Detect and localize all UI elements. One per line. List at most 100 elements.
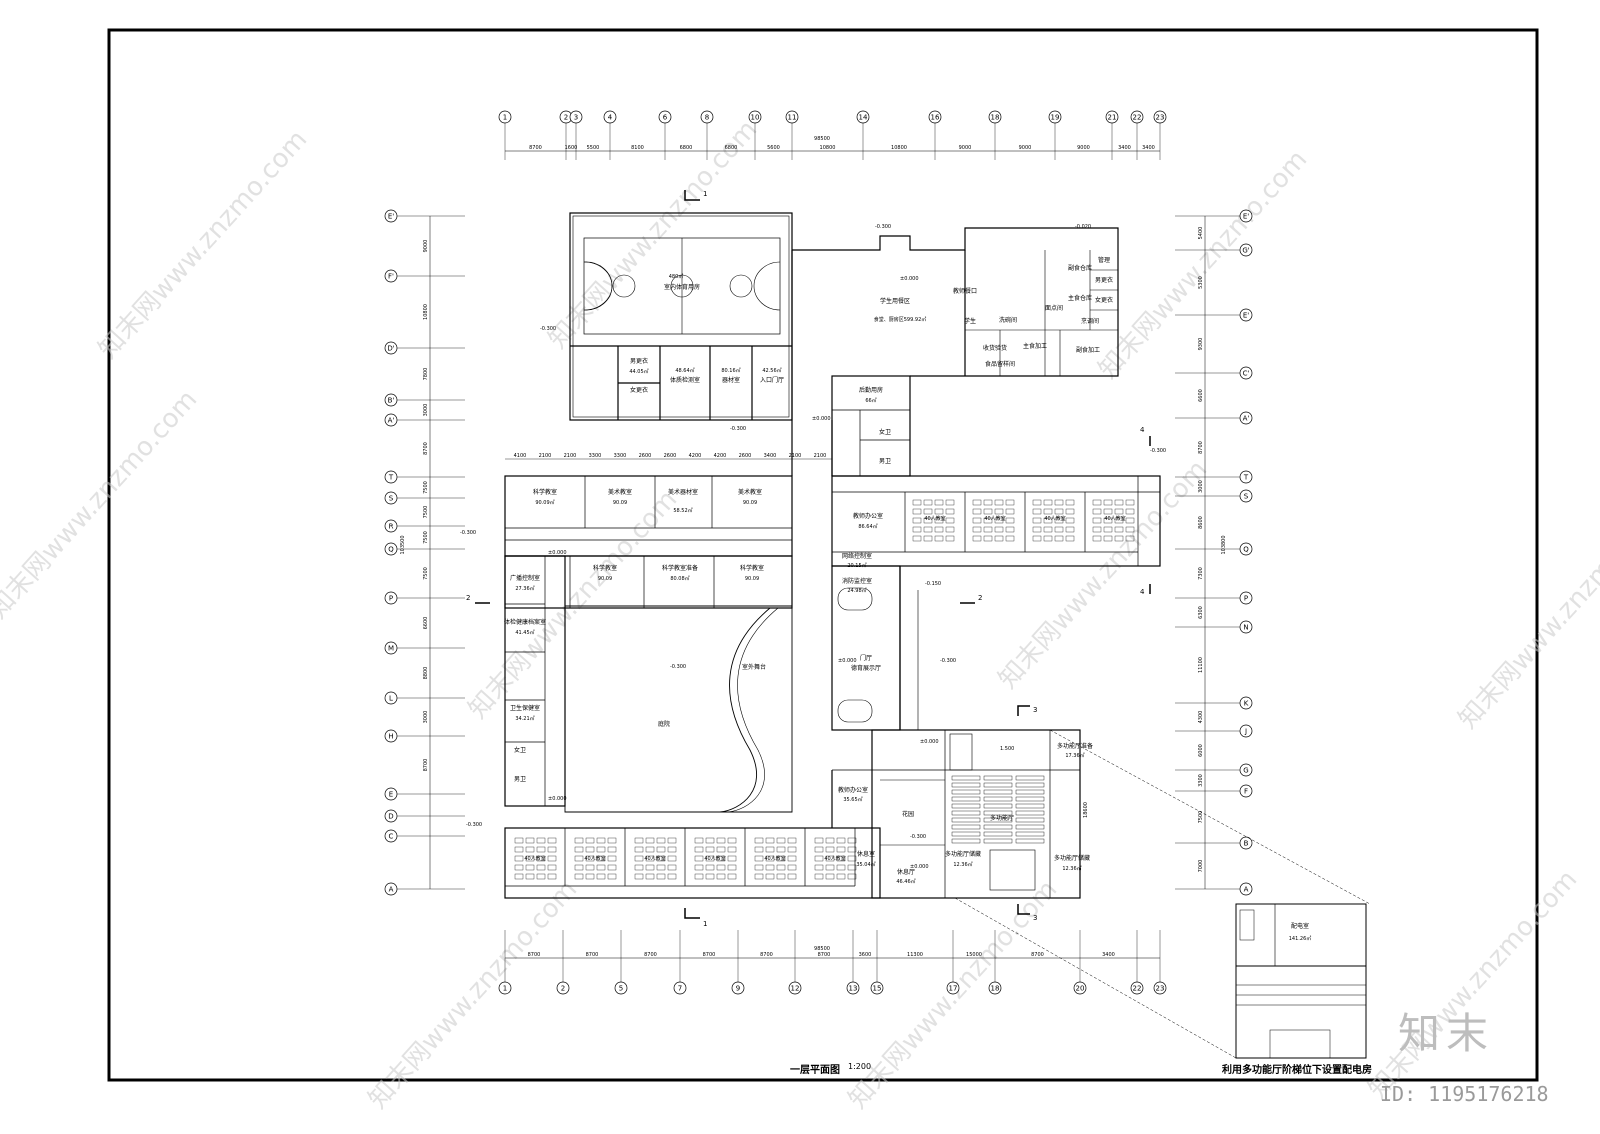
room-area: 80.16㎡ bbox=[721, 367, 740, 374]
dimension-value: 2100 bbox=[789, 453, 802, 459]
axis-bubble-left-label: S bbox=[389, 495, 394, 503]
room-name: 面点间 bbox=[1045, 304, 1063, 312]
room-name: 多功能厅储藏 bbox=[945, 850, 981, 858]
axis-bubble-right-label: A' bbox=[1243, 415, 1250, 423]
axis-bubble-top-label: 23 bbox=[1156, 114, 1165, 122]
room-name: 主食加工 bbox=[1023, 342, 1047, 350]
level-mark: -0.300 bbox=[540, 326, 556, 332]
axis-bubble-top-label: 3 bbox=[574, 114, 578, 122]
section-mark-label: 2 bbox=[978, 594, 982, 602]
dimension-value: 8700 bbox=[423, 759, 429, 772]
axis-bubble-top-label: 1 bbox=[503, 114, 507, 122]
axis-bubble-left-label: E' bbox=[388, 213, 394, 221]
watermark-text: 知末网www.znzmo.com bbox=[1363, 865, 1583, 1105]
dimension-chain-left: 9000108007800300087007500750075007500660… bbox=[423, 240, 429, 772]
room-area: 90.09 bbox=[743, 500, 757, 506]
axis-bubble-bottom-label: 15 bbox=[873, 985, 882, 993]
dimension-value: 3300 bbox=[589, 453, 602, 459]
axis-bubble-left-label: H bbox=[388, 733, 393, 741]
dimension-value: 8700 bbox=[529, 145, 542, 151]
dimension-value: 6300 bbox=[1198, 606, 1204, 619]
axis-bubble-left-label: A' bbox=[388, 417, 395, 425]
section-mark-label: 2 bbox=[466, 594, 470, 602]
room-area: 480㎡ bbox=[669, 273, 684, 280]
dimension-value: 8700 bbox=[1031, 952, 1044, 958]
level-mark: -0.300 bbox=[460, 530, 476, 536]
watermark-text: 知末网www.znzmo.com bbox=[993, 455, 1213, 695]
stage-area bbox=[989, 849, 1036, 891]
axis-bubble-right-label: S bbox=[1244, 493, 1249, 501]
dimension-value: 8700 bbox=[423, 442, 429, 455]
image-id-label: ID: 1195176218 bbox=[1380, 1082, 1549, 1106]
axis-bubble-right-label: P bbox=[1244, 595, 1248, 603]
room-name: 多功能厅储藏 bbox=[1054, 854, 1090, 862]
axis-bubble-bottom-label: 22 bbox=[1133, 985, 1142, 993]
dimension-value: 4300 bbox=[1198, 711, 1204, 724]
axis-bubble-left-label: B' bbox=[388, 397, 395, 405]
axis-bubble-left-label: M bbox=[388, 645, 394, 653]
level-mark: -0.300 bbox=[466, 822, 482, 828]
room-area: 食堂、厨房区599.92㎡ bbox=[874, 316, 927, 323]
dimension-value: 3400 bbox=[1142, 145, 1155, 151]
leader-line-top bbox=[1049, 729, 1371, 905]
axis-bubble-top-label: 6 bbox=[663, 114, 668, 122]
axis-bubble-right-label: A bbox=[1244, 886, 1249, 894]
room-name: 科学教室 bbox=[740, 564, 764, 572]
level-mark: ±0.000 bbox=[548, 550, 567, 556]
room-name: 科学教室准备 bbox=[662, 564, 698, 572]
room-name: 学生 bbox=[964, 317, 976, 325]
section-mark-label: 4 bbox=[1140, 426, 1145, 434]
dimension-value: 3300 bbox=[1198, 774, 1204, 787]
dimension-value: 6600 bbox=[1198, 389, 1204, 402]
top-total-dimension: 98500 bbox=[814, 136, 830, 142]
room-name: 女卫 bbox=[879, 428, 891, 436]
room-name: 花园 bbox=[902, 810, 914, 818]
room-area: 20.15㎡ bbox=[847, 562, 866, 569]
axis-bubble-bottom-label: 1 bbox=[503, 985, 507, 993]
dimension-value: 8700 bbox=[528, 952, 541, 958]
dimension-value: 3000 bbox=[1198, 480, 1204, 493]
watermark-text: 知末网www.znzmo.com bbox=[0, 385, 203, 625]
dimension-value: 8800 bbox=[423, 667, 429, 680]
dimension-value: 6800 bbox=[680, 145, 693, 151]
axis-bubble-left-label: D' bbox=[387, 345, 394, 353]
room-name: 科学教室 bbox=[593, 564, 617, 572]
axis-bubble-top-label: 21 bbox=[1108, 114, 1117, 122]
section-mark-label: 1 bbox=[703, 190, 707, 198]
dimension-value: 4100 bbox=[514, 453, 527, 459]
room-name: 德育展示厅 bbox=[851, 664, 881, 672]
axis-bubble-right-label: F bbox=[1244, 788, 1248, 796]
dimension-value: 8700 bbox=[644, 952, 657, 958]
level-mark: ±0.000 bbox=[812, 416, 831, 422]
leader-line-bottom bbox=[954, 897, 1237, 1059]
dimension-value: 9000 bbox=[423, 240, 429, 253]
drawing-title: 一层平面图 bbox=[790, 1065, 840, 1076]
power-room-inset bbox=[1235, 903, 1367, 1059]
room-area: 90.09 bbox=[745, 576, 759, 582]
room-name: 管理 bbox=[1098, 256, 1110, 264]
dimension-value: 4200 bbox=[689, 453, 702, 459]
axis-bubble-bottom-label: 23 bbox=[1156, 985, 1165, 993]
outdoor-stage-edge bbox=[719, 607, 771, 813]
watermark-text: 知末网www.znzmo.com bbox=[93, 125, 313, 365]
room-name: 多功能厅准备 bbox=[1057, 742, 1093, 750]
brand-logo: 知末 bbox=[1398, 1009, 1495, 1058]
axis-bubble-bottom-label: 18 bbox=[991, 985, 1000, 993]
room-name: 科学教室 bbox=[533, 488, 557, 496]
level-mark: -0.300 bbox=[875, 224, 891, 230]
room-area: 46.46㎡ bbox=[896, 878, 915, 885]
room-name: 副食加工 bbox=[1076, 346, 1100, 354]
room-name: 教师办公室 bbox=[838, 786, 868, 794]
room-area: 35.65㎡ bbox=[843, 796, 862, 803]
room-name: 休息室 bbox=[857, 850, 875, 858]
room-area: 17.36㎡ bbox=[1065, 752, 1084, 759]
room-name: 庭院 bbox=[658, 720, 670, 728]
room-name: 广播控制室 bbox=[510, 574, 540, 582]
axis-bubble-right-label: N bbox=[1243, 624, 1248, 632]
stair bbox=[949, 733, 973, 771]
axis-bubble-left-label: F' bbox=[388, 273, 394, 281]
